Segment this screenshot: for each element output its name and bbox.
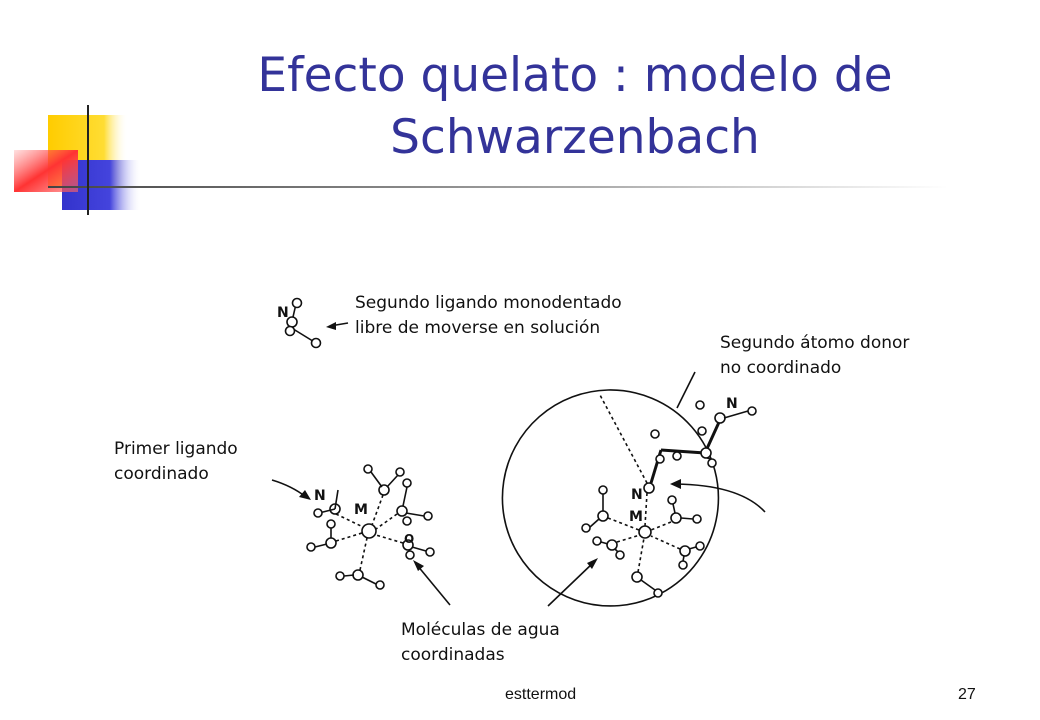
atom-label-m-right: M [629,509,643,525]
free-ligand-label: Segundo ligando monodentado libre de mov… [355,291,622,341]
water-molecules-label: Moléculas de agua coordinadas [401,618,560,668]
first-ligand-label-line2: coordinado [114,464,209,484]
free-ligand-label-line2: libre de moverse en solución [355,318,601,338]
title-line-2: Schwarzenbach [390,110,760,165]
first-ligand-label: Primer ligando coordinado [114,437,238,487]
solvation-sphere [501,389,720,607]
atom-label-m-left: M [354,502,368,518]
water-arrow-right [547,561,595,607]
water-molecules-label-line2: coordinadas [401,645,505,665]
atom-label-n-free: N [277,305,289,321]
deco-red-square [14,150,78,192]
free-ligand-molecule [284,297,322,349]
atom-label-n-left: N [314,488,326,504]
slide-decoration [14,105,948,215]
deco-vertical-line [87,105,89,215]
donor-arrow [676,371,696,409]
slide-number: 27 [958,686,976,703]
slide-title: Efecto quelato : modelo de Schwarzenbach [190,45,960,169]
first-ligand-arrow [271,479,307,498]
deco-horizontal-line [48,186,948,188]
incoming-ligand-arrow [675,483,766,513]
donor-atom-label: Segundo átomo donor no coordinado [720,331,909,381]
footer-author: esttermod [505,686,577,703]
water-molecules-label-line1: Moléculas de agua [401,620,560,640]
atom-label-n-right-top: N [726,396,738,412]
donor-atom-label-line1: Segundo átomo donor [720,333,910,353]
first-ligand-label-line1: Primer ligando [114,439,238,459]
atom-label-o-left: O [404,532,414,546]
water-arrow-left [416,564,451,606]
title-line-1: Efecto quelato : modelo de [257,48,893,103]
right-complex [501,389,757,607]
free-ligand-label-line1: Segundo ligando monodentado [355,293,622,313]
atom-label-n-right: N [631,487,643,503]
left-complex [306,464,435,590]
donor-atom-label-line2: no coordinado [720,358,842,378]
